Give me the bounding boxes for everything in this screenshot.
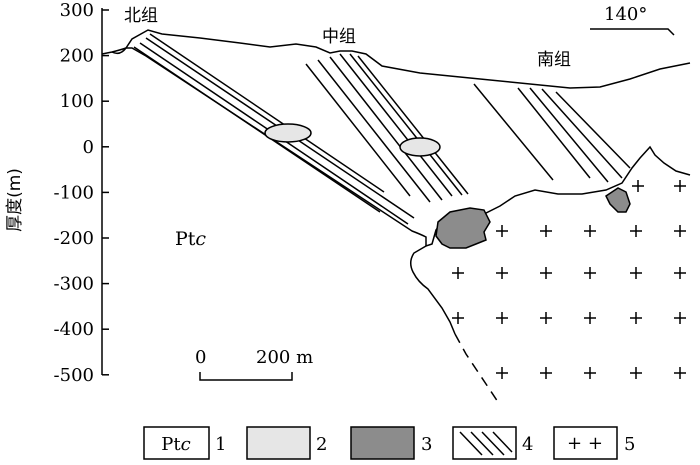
vein-line [349, 53, 463, 196]
legend-swatch-veins [452, 426, 517, 460]
vein-line [529, 87, 609, 183]
legend-number: 3 [421, 434, 432, 455]
y-tick-label: 0 [83, 137, 94, 158]
vein-line [133, 46, 381, 213]
granite-cross [674, 367, 686, 379]
middle-group-label: 中组 [322, 27, 356, 47]
y-tick-label: -400 [54, 319, 94, 340]
granite-western-contact [410, 245, 456, 335]
y-axis: 300 200 100 0 -100 -200 -300 -400 -500 厚度(m) [5, 0, 109, 386]
dark-ore-body [435, 207, 491, 249]
granite-cross [496, 267, 508, 279]
y-tick-label: 100 [60, 91, 94, 112]
granite-cross [674, 180, 686, 192]
north-group-label: 北组 [124, 6, 158, 26]
vein-line [317, 59, 431, 203]
scale-bar: 0 200 m [195, 347, 313, 381]
direction-indicator: 140° [590, 4, 675, 36]
vein-line [541, 88, 623, 179]
granite-cross [630, 312, 642, 324]
middle-group-veins [305, 53, 469, 203]
light-ore-lens [264, 123, 312, 143]
south-group-label: 南组 [537, 50, 571, 70]
granite-contact-dashed [454, 333, 501, 406]
granite-cross [632, 180, 644, 192]
granite-cross [674, 267, 686, 279]
y-tick-label: -200 [54, 228, 94, 249]
legend-swatch-light [246, 426, 311, 460]
vein-line [555, 91, 631, 169]
granite-cross [674, 312, 686, 324]
legend-symbol-granite: + + [567, 433, 603, 454]
south-group-veins [473, 83, 631, 183]
legend: Ptc 1 2 3 4 + + 5 [143, 426, 635, 460]
granite-cross [540, 225, 552, 237]
granite-cross [584, 225, 596, 237]
legend-swatch-ptc [143, 426, 210, 460]
legend-number: 4 [522, 434, 533, 455]
legend-vein-hatch [459, 431, 513, 456]
vein-line [357, 55, 469, 195]
granite-cross [496, 367, 508, 379]
legend-symbol-ptc: Ptc [161, 434, 190, 455]
vein-line [329, 56, 443, 201]
y-tick-label: -100 [54, 182, 94, 203]
granite-pattern [452, 180, 686, 379]
legend-number: 2 [316, 434, 327, 455]
intrusion-contact [111, 47, 691, 248]
dark-ore-body [605, 187, 631, 213]
light-ore-lens [399, 137, 441, 157]
unit-label: Ptc [175, 228, 206, 250]
y-tick-label: 200 [60, 46, 94, 67]
granite-cross [496, 312, 508, 324]
granite-cross [496, 225, 508, 237]
scale-bar-line [199, 372, 293, 381]
vein-line [473, 83, 554, 181]
vein-line [339, 53, 453, 197]
topographic-surface [101, 29, 691, 89]
granite-cross [540, 367, 552, 379]
direction-arrow-icon [590, 28, 675, 36]
legend-swatch-dark [350, 426, 415, 460]
vein-line [305, 63, 411, 197]
granite-cross [540, 267, 552, 279]
legend-swatch-granite [553, 426, 618, 460]
y-tick-label: -300 [54, 274, 94, 295]
granite-cross [674, 225, 686, 237]
granite-cross [630, 225, 642, 237]
vein-line [149, 33, 385, 193]
y-tick-label: 300 [60, 0, 94, 21]
direction-label: 140° [604, 4, 647, 25]
granite-cross [584, 367, 596, 379]
granite-cross [584, 312, 596, 324]
legend-number: 1 [215, 434, 226, 455]
granite-cross [452, 312, 464, 324]
granite-cross [630, 267, 642, 279]
legend-number: 5 [624, 434, 635, 455]
granite-cross [452, 267, 464, 279]
y-axis-label: 厚度(m) [5, 168, 25, 232]
granite-cross [540, 312, 552, 324]
granite-cross [584, 267, 596, 279]
y-tick-label: -500 [54, 365, 94, 386]
scale-bar-end: 200 m [256, 347, 313, 368]
scale-bar-start: 0 [195, 347, 206, 368]
granite-cross [630, 367, 642, 379]
vein-line [517, 87, 591, 179]
